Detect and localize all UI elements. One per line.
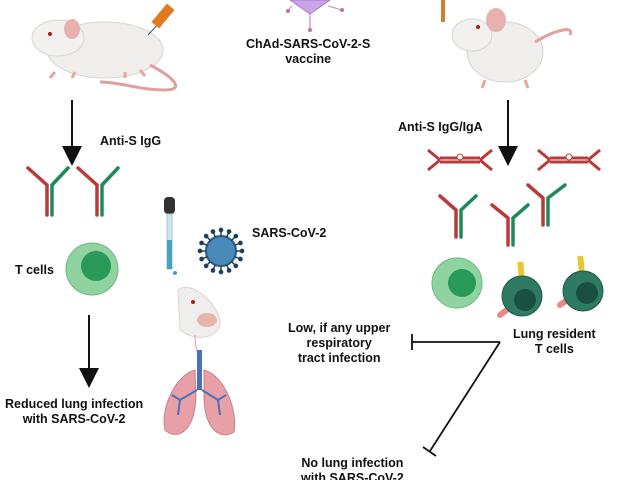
virus-spike-tip bbox=[238, 240, 243, 246]
virus-spike-tip bbox=[199, 256, 204, 262]
left-outcome-line2: with SARS-CoV-2 bbox=[22, 412, 126, 426]
inhibition-lines bbox=[411, 334, 501, 457]
virus-spike-tip bbox=[203, 233, 209, 239]
left-outcome-label: Reduced lung infection with SARS-CoV-2 bbox=[5, 397, 143, 427]
t-cell-icon bbox=[65, 242, 119, 296]
virus-spike-tip bbox=[233, 233, 239, 239]
lung-resident-line1: Lung resident bbox=[513, 327, 596, 341]
right-t-cell-icon bbox=[431, 257, 483, 309]
lung-outcome-line2: with SARS-CoV-2 bbox=[301, 471, 404, 480]
upper-outcome-line2: respiratory bbox=[306, 336, 372, 350]
lung-outcome-label: No lung infection with SARS-CoV-2 bbox=[301, 456, 404, 480]
syringe-icon bbox=[147, 3, 175, 36]
vaccine-label-line2: vaccine bbox=[285, 52, 332, 66]
anti-s-igg-iga-label: Anti-S IgG/IgA bbox=[398, 120, 483, 134]
virus-spike-tip bbox=[226, 229, 232, 234]
virus-spike-tip bbox=[239, 248, 245, 254]
igg-antibody-icon bbox=[26, 166, 120, 217]
virus-spike-tip bbox=[203, 263, 209, 269]
sars-cov-2-label: SARS-CoV-2 bbox=[252, 226, 327, 240]
dropper-icon bbox=[164, 197, 177, 275]
right-igg-antibody-icon bbox=[438, 183, 567, 247]
virus-spike-tip bbox=[226, 268, 232, 273]
virus-spike-tip bbox=[218, 227, 224, 233]
virus-spike-tip bbox=[238, 256, 243, 262]
lung-outcome-line1: No lung infection bbox=[301, 456, 404, 470]
mouse-injected-icon bbox=[31, 19, 178, 92]
lung-resident-line2: T cells bbox=[534, 342, 574, 356]
t-cells-label: T cells bbox=[15, 263, 54, 277]
upper-outcome-label: Low, if any upper respiratory tract infe… bbox=[288, 321, 390, 366]
anti-s-igg-label: Anti-S IgG bbox=[100, 134, 162, 148]
vaccine-particle-icon bbox=[286, 0, 344, 32]
virus-spike-tip bbox=[233, 263, 239, 269]
left-outcome-line1: Reduced lung infection bbox=[5, 397, 144, 411]
mouse-intranasal-icon bbox=[441, 0, 573, 89]
iga-dimer-icon bbox=[427, 148, 601, 172]
sars-cov-2-virus-icon bbox=[197, 227, 245, 275]
mouse-head-icon bbox=[177, 286, 221, 371]
vaccine-label-line1: ChAd-SARS-CoV-2-S bbox=[246, 37, 371, 51]
virus-spike-tip bbox=[218, 269, 224, 275]
vaccine-label: ChAd-SARS-CoV-2-S vaccine bbox=[246, 37, 370, 67]
lungs-icon bbox=[163, 350, 236, 436]
lung-resident-label: Lung resident T cells bbox=[513, 327, 596, 357]
upper-outcome-line3: tract infection bbox=[297, 351, 381, 365]
virus-spike-tip bbox=[210, 268, 216, 273]
upper-outcome-line1: Low, if any upper bbox=[288, 321, 391, 335]
virus-spike-tip bbox=[210, 229, 216, 234]
resident-t-cell-icon bbox=[497, 255, 604, 318]
virus-spike-tip bbox=[197, 248, 203, 254]
virus-spike-tip bbox=[199, 240, 204, 246]
